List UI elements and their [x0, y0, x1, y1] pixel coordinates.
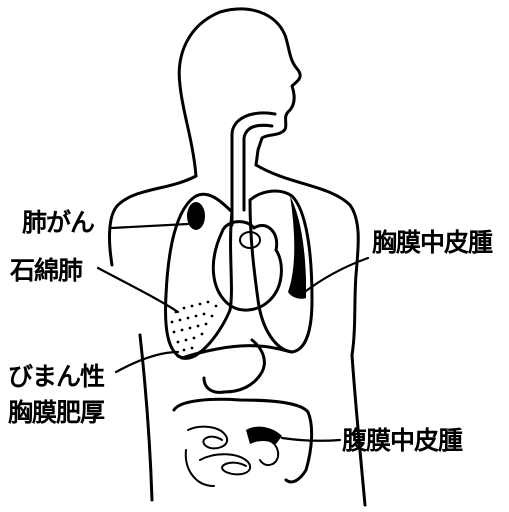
pleural-thickening-label-line2: 胸膜肥厚: [8, 398, 104, 428]
pleural-mesothelioma-label: 胸膜中皮腫: [372, 228, 492, 258]
peritoneal-mesothelioma-mass: [246, 427, 282, 444]
body-outline-shoulder-left: [110, 176, 196, 265]
lung-cancer-spot: [187, 202, 205, 230]
heart: [213, 222, 281, 310]
pleural-thickening-leader: [116, 352, 178, 372]
lung-cancer-label: 肺がん: [22, 208, 94, 238]
body-outline-shoulder-right: [256, 165, 358, 355]
pleural-thickening-label-line1: びまん性: [8, 362, 104, 392]
trachea: [232, 113, 275, 225]
asbestosis-label: 石綿肺: [10, 256, 82, 286]
body-outline-left: [179, 9, 300, 176]
large-intestine: [174, 399, 312, 482]
peritoneal-mesothelioma-label: 腹膜中皮腫: [342, 426, 462, 456]
pleural-mesothelioma-mass: [288, 196, 306, 299]
